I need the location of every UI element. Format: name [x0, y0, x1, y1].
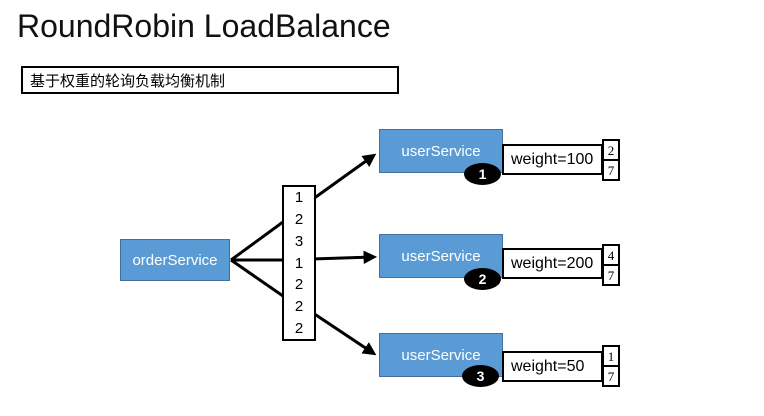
user-service-label: userService [401, 346, 481, 364]
subtitle-text: 基于权重的轮询负载均衡机制 [30, 72, 226, 90]
sequence-value: 2 [294, 211, 304, 229]
order-badge-3: 3 [462, 365, 499, 387]
weight-box-2: weight=200 [502, 248, 603, 279]
sequence-value: 2 [294, 319, 304, 337]
fraction-box-3: 1 7 [602, 345, 620, 387]
badge-number: 3 [476, 368, 485, 384]
sequence-value: 1 [294, 254, 304, 272]
fraction-numerator: 2 [604, 141, 618, 161]
sequence-value: 2 [294, 276, 304, 294]
order-service-box: orderService [120, 239, 230, 281]
fraction-denominator: 7 [607, 162, 615, 178]
weight-label: weight=50 [511, 357, 585, 375]
sequence-value: 1 [294, 189, 304, 207]
weight-box-3: weight=50 [502, 351, 603, 382]
fan-line-top [230, 220, 284, 262]
order-badge-1: 1 [464, 163, 501, 185]
fan-line-bottom [230, 258, 284, 298]
sequence-box: 1 2 3 1 2 2 2 [282, 185, 316, 341]
arrow-to-user2 [311, 250, 378, 265]
fraction-denominator: 7 [607, 368, 615, 384]
order-badge-2: 2 [464, 268, 501, 290]
fraction-numerator: 4 [604, 246, 618, 266]
fraction-denominator: 7 [607, 267, 615, 283]
badge-number: 2 [478, 271, 487, 287]
page-title: RoundRobin LoadBalance [17, 8, 391, 44]
weight-box-1: weight=100 [502, 144, 603, 175]
order-service-label: orderService [132, 251, 218, 269]
weight-label: weight=100 [511, 150, 594, 168]
sequence-value: 3 [294, 232, 304, 250]
weight-label: weight=200 [511, 254, 594, 272]
arrow-to-user3 [312, 311, 377, 356]
sequence-value: 2 [294, 297, 304, 315]
user-service-label: userService [401, 247, 481, 265]
fraction-numerator: 1 [604, 347, 618, 367]
arrow-to-user1 [312, 153, 377, 201]
subtitle-box: 基于权重的轮询负载均衡机制 [21, 66, 399, 94]
badge-number: 1 [478, 166, 487, 182]
user-service-label: userService [401, 142, 481, 160]
fraction-box-2: 4 7 [602, 244, 620, 286]
fraction-box-1: 2 7 [602, 139, 620, 181]
